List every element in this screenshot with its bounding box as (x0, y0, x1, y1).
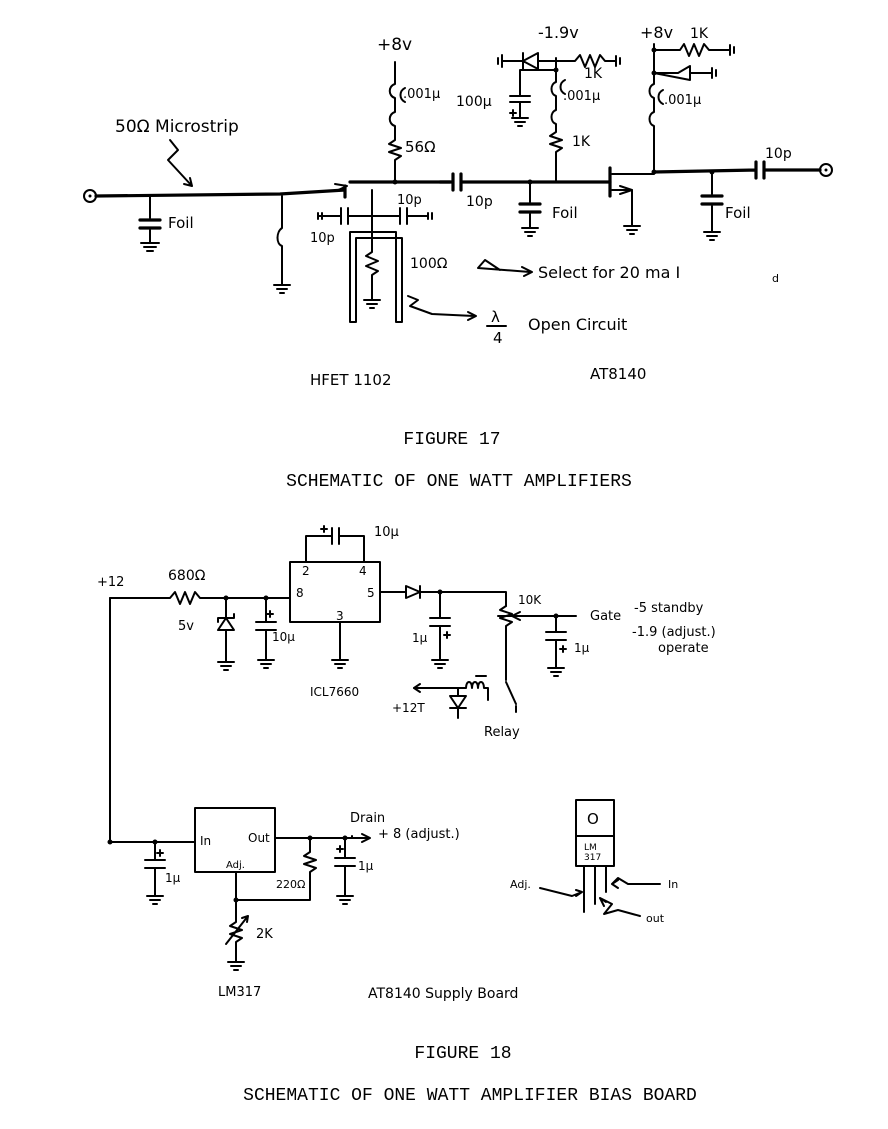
drain-supply-right (648, 43, 735, 175)
label-drain: Drain (350, 811, 385, 826)
label-foil-output: Foil (725, 204, 751, 222)
figure-17-number: FIGURE 17 (403, 430, 500, 450)
label-c001-left: .001µ (403, 87, 440, 102)
label-foil-input: Foil (168, 214, 194, 232)
label-1k-mid: 1K (572, 134, 591, 150)
label-lm317: LM317 (218, 985, 261, 1000)
label-gate: Gate (590, 609, 621, 624)
at8140-transistor (608, 166, 655, 235)
label-icl7660: ICL7660 (310, 685, 359, 699)
figure-18-title: SCHEMATIC OF ONE WATT AMPLIFIER BIAS BOA… (243, 1086, 697, 1106)
foil-capacitor-input (138, 195, 162, 252)
label-10p-stub-right: 10p (397, 193, 422, 208)
label-c1u-reg-in: 1µ (165, 871, 181, 885)
label-plus8v-right: +8v (640, 23, 673, 42)
label-c1u-negative: 1µ (412, 631, 428, 645)
label-lambda-denominator: 4 (493, 329, 503, 347)
capacitor-1u-gate (545, 615, 567, 677)
label-relay: Relay (484, 725, 520, 740)
input-microstrip-line (94, 184, 347, 199)
label-gate-operate: operate (658, 641, 709, 656)
resistor-100-and-stub (349, 231, 477, 323)
label-gate-adjust: -1.9 (adjust.) (632, 625, 716, 640)
label-drain-value: + 8 (adjust.) (378, 827, 460, 842)
label-pkg-tab: O (587, 810, 599, 828)
capacitor-10u-input (255, 597, 277, 669)
label-c001-right: .001µ (664, 93, 701, 108)
label-zener-5v: 5v (178, 619, 194, 634)
label-reg-in: In (200, 834, 211, 848)
interstage-capacitor-10p (438, 172, 612, 192)
shunt-inductor-ground (273, 195, 291, 294)
label-r680: 680Ω (168, 568, 206, 584)
label-open-circuit: Open Circuit (528, 315, 627, 334)
foil-capacitor-mid (518, 179, 542, 237)
select-note-arrow (477, 259, 533, 277)
label-pot2k: 2K (256, 927, 273, 942)
label-pot10k: 10K (518, 593, 542, 607)
label-pkg-in: In (668, 878, 678, 891)
label-plus8v-left: +8v (377, 35, 412, 55)
label-pin5: 5 (367, 586, 375, 600)
label-1k-top-mid: 1K (584, 66, 603, 82)
label-pin2: 2 (302, 564, 310, 578)
label-r220: 220Ω (276, 878, 305, 891)
label-pin8: 8 (296, 586, 304, 600)
potentiometer-10k (497, 605, 577, 713)
label-c1u-reg-out: 1µ (358, 859, 374, 873)
label-r56: 56Ω (405, 138, 436, 156)
label-c10u-top: 10µ (374, 525, 399, 540)
label-foil-mid: Foil (552, 204, 578, 222)
label-at8140: AT8140 (590, 365, 646, 383)
label-pkg-name-2: 317 (584, 853, 601, 863)
label-pkg-adj: Adj. (510, 878, 531, 891)
lm317-regulator (107, 807, 371, 971)
zener-5v (217, 597, 235, 671)
output-section (652, 160, 833, 241)
figure-18-schematic: +12 680Ω 5v 10µ 10µ 2 4 8 5 3 ICL7660 1µ… (97, 525, 716, 1106)
label-minus19v: -1.9v (538, 23, 579, 42)
rail-plus12-r680 (109, 591, 291, 605)
rail-plus12-vertical (109, 597, 196, 843)
output-connector (819, 163, 833, 177)
figure-18-number: FIGURE 18 (414, 1044, 511, 1064)
capacitor-1u-negative (429, 591, 451, 669)
label-pin4: 4 (359, 564, 367, 578)
drain-supply-left (388, 61, 406, 185)
label-microstrip: 50Ω Microstrip (115, 117, 239, 137)
figure-17-title: SCHEMATIC OF ONE WATT AMPLIFIERS (286, 472, 632, 492)
label-1k-right: 1K (690, 26, 709, 42)
label-pin3: 3 (336, 609, 344, 623)
hfet-gate-arrow (334, 183, 348, 192)
label-select-note-sub: d (772, 272, 779, 285)
gate-supply-minus19 (497, 52, 621, 183)
label-c001-mid: .001µ (563, 89, 600, 104)
label-pkg-name-1: LM (584, 843, 597, 853)
label-pkg-out: out (646, 912, 665, 925)
relay-coil (413, 675, 489, 719)
label-c1u-gate: 1µ (574, 641, 590, 655)
label-supply-board: AT8140 Supply Board (368, 986, 518, 1002)
label-plus12: +12 (97, 575, 124, 590)
label-select-note: Select for 20 ma I (538, 263, 680, 282)
label-gate-standby: -5 standby (634, 601, 704, 616)
microstrip-arrow (167, 139, 193, 187)
figure-17-schematic: 50Ω Microstrip +8v .001µ 56Ω -1.9v 1K 10… (83, 23, 833, 492)
label-reg-adj: Adj. (226, 860, 245, 871)
icl7660-ic (289, 525, 507, 669)
label-hfet-1102: HFET 1102 (310, 371, 392, 389)
label-r100: 100Ω (410, 256, 448, 272)
label-plus12t: +12T (392, 701, 425, 715)
hfet-source-stubs (317, 189, 433, 246)
label-c10u-input: 10µ (272, 630, 295, 644)
lm317-package (539, 799, 661, 917)
label-10p-stub-left: 10p (310, 231, 335, 246)
label-10p-out: 10p (765, 146, 792, 162)
label-10p-series: 10p (466, 194, 493, 210)
label-c100u: 100µ (456, 94, 492, 110)
label-reg-out: Out (248, 831, 270, 845)
label-lambda: λ (491, 308, 500, 326)
